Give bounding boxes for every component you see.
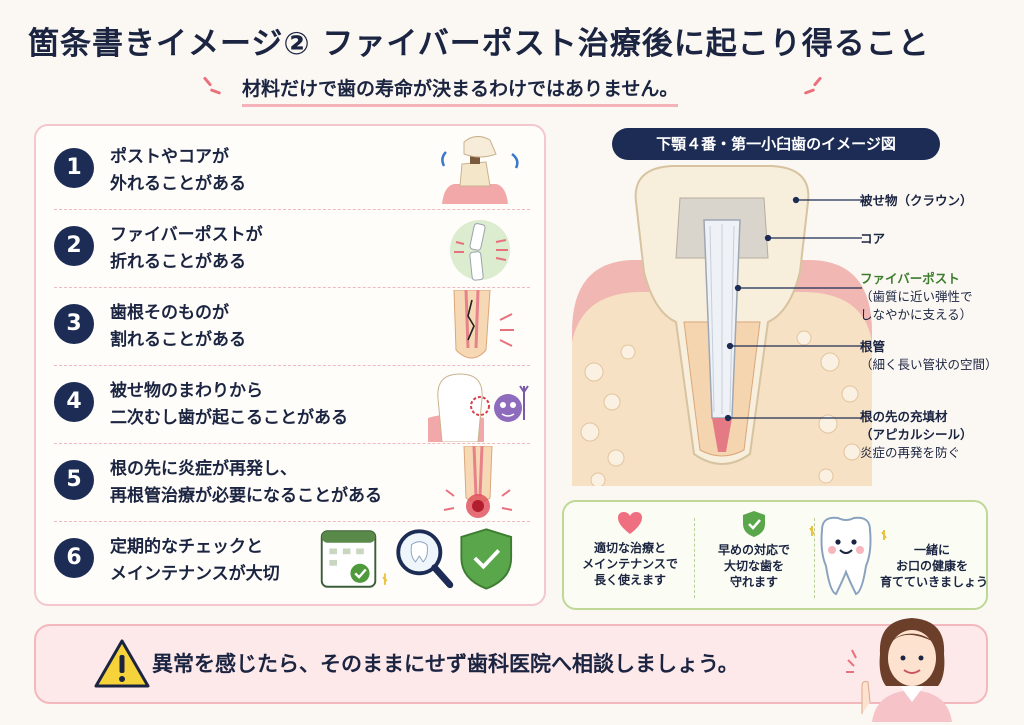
- heart-icon: [618, 512, 642, 534]
- dislodged-crown-icon: [441, 136, 519, 204]
- callout-lines: [724, 196, 862, 422]
- secondary-caries-icon: [428, 373, 529, 442]
- shield-check-icon: [743, 511, 765, 537]
- list-item: 4 被せ物のまわりから 二次むし歯が起こることがある: [46, 365, 538, 444]
- callout-apex: 根の先の充填材 （アピカルシール） 炎症の再発を防ぐ: [860, 409, 973, 460]
- benefits-panel: 適切な治療と メインテナンスで 長く使えます 早めの対応で 大切な歯を 守れます…: [562, 500, 988, 610]
- smiling-tooth-icon: [809, 516, 887, 596]
- divider: [814, 518, 815, 598]
- magnifier-tooth-icon: [382, 529, 454, 589]
- diagram-label: 下顎４番・第一小臼歯のイメージ図: [612, 128, 940, 160]
- divider: [694, 518, 695, 598]
- callout-fiber-post: ファイバーポスト （歯質に近い弾性で しなやかに支える）: [860, 271, 973, 322]
- item-number: 4: [54, 382, 94, 422]
- item-text: 定期的なチェックと メインテナンスが大切: [110, 537, 280, 584]
- shield-check-icon: [460, 528, 513, 590]
- alert-message: 異常を感じたら、そのままにせず歯科医院へ相談しましょう。: [152, 652, 739, 676]
- item-number: 1: [54, 148, 94, 188]
- list-item: 2 ファイバーポストが 折れることがある: [46, 209, 538, 288]
- benefit-item: 早めの対応で 大切な歯を 守れます: [702, 510, 806, 590]
- benefit-item: 適切な治療と メインテナンスで 長く使えます: [574, 510, 686, 588]
- callout-crown: 被せ物（クラウン）: [860, 193, 973, 208]
- page-title: 箇条書きイメージ② ファイバーポスト治療後に起こり得ること: [28, 26, 930, 62]
- page-subtitle: 材料だけで歯の寿命が決まるわけではありません。: [242, 74, 679, 107]
- item-text: 被せ物のまわりから 二次むし歯が起こることがある: [110, 381, 348, 428]
- list-item: 1 ポストやコアが 外れることがある: [46, 132, 538, 210]
- sparkle-right-icon: [803, 74, 824, 104]
- item-text: 根の先に炎症が再発し、 再根管治療が必要になることがある: [110, 459, 382, 506]
- list-item: 5 根の先に炎症が再発し、 再根管治療が必要になることがある: [46, 443, 538, 522]
- tooth-cross-section-diagram: [572, 165, 872, 486]
- item-number: 5: [54, 460, 94, 500]
- apical-inflammation-icon: [443, 446, 513, 518]
- cracked-root-icon: [453, 290, 514, 359]
- item-number: 3: [54, 304, 94, 344]
- callout-canal: 根管 （細く長い管状の空間）: [860, 339, 998, 372]
- item-number: 2: [54, 226, 94, 266]
- benefit-item: 一緒に お口の健康を 育てていきましょう: [880, 543, 989, 589]
- item-text: ファイバーポストが 折れることがある: [110, 225, 263, 272]
- sparkle-left-icon: [202, 74, 222, 104]
- item-number: 6: [54, 538, 94, 578]
- warning-icon: [94, 639, 150, 688]
- item-text: 歯根そのものが 割れることがある: [110, 303, 246, 350]
- callout-core: コア: [860, 231, 886, 246]
- dentist-illustration: [846, 618, 952, 722]
- list-item: 3 歯根そのものが 割れることがある: [46, 287, 538, 366]
- calendar-check-icon: [320, 530, 377, 588]
- risk-list-panel: 1 ポストやコアが 外れることがある 2 ファイバーポストが 折れることがある: [34, 124, 546, 606]
- item-text: ポストやコアが 外れることがある: [110, 147, 246, 194]
- consult-alert-banner: 異常を感じたら、そのままにせず歯科医院へ相談しましょう。: [34, 624, 988, 704]
- list-item: 6 定期的なチェックと メインテナンスが大切: [46, 521, 538, 600]
- broken-post-icon: [450, 220, 510, 281]
- subtitle-banner: 材料だけで歯の寿命が決まるわけではありません。: [200, 70, 840, 110]
- checkup-icons: [320, 528, 513, 590]
